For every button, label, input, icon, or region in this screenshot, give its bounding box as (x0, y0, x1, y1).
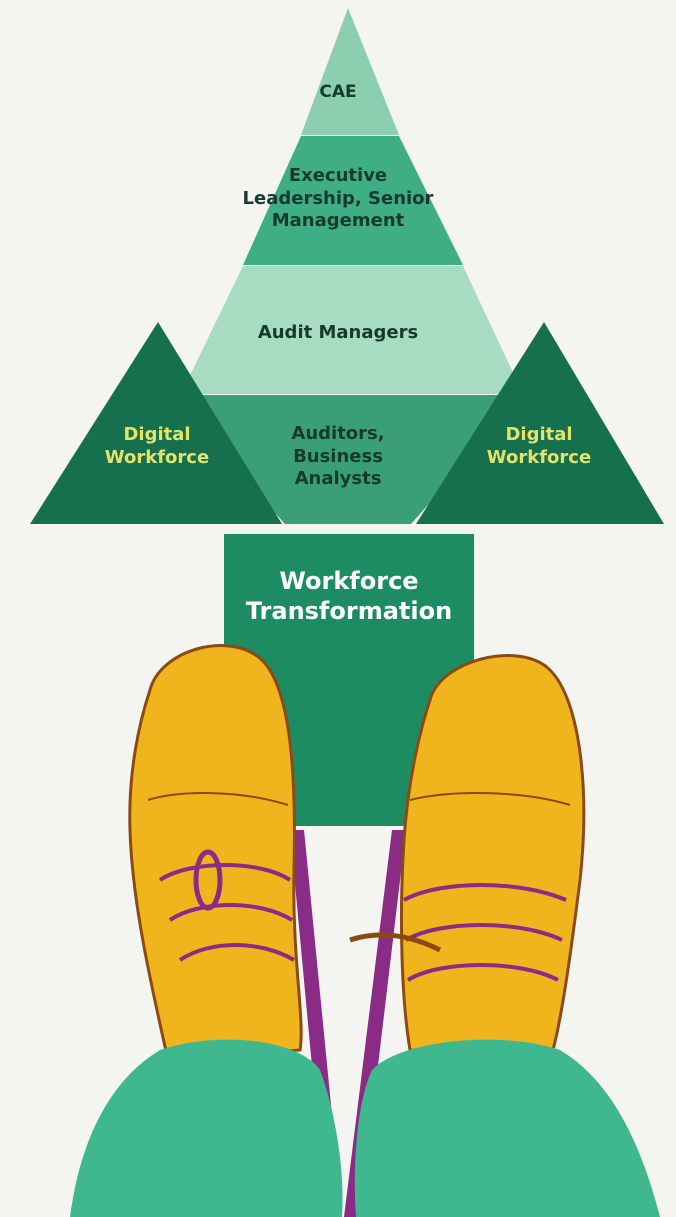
left-shoe-icon (128, 644, 303, 1062)
pants-right (354, 1039, 660, 1217)
level-auditors-label: Auditors, Business Analysts (291, 423, 385, 489)
pyramid-level-cae (301, 8, 399, 135)
level-executive-label: Executive Leadership, Senior Management (242, 165, 434, 231)
side-triangle-right (416, 322, 664, 524)
side-triangle-left (30, 322, 282, 524)
side-left-label: Digital Workforce (104, 424, 210, 468)
level-cae-label: CAE (319, 82, 357, 102)
pyramid-level-executive (243, 136, 463, 265)
pants-left (70, 1039, 343, 1217)
level-managers-label: Audit Managers (257, 322, 419, 343)
side-right-label: Digital Workforce (486, 424, 592, 468)
right-shoe-icon (349, 654, 586, 1062)
base-box-label: Workforce Transformation (245, 567, 453, 625)
pyramid-level-managers (181, 266, 523, 394)
